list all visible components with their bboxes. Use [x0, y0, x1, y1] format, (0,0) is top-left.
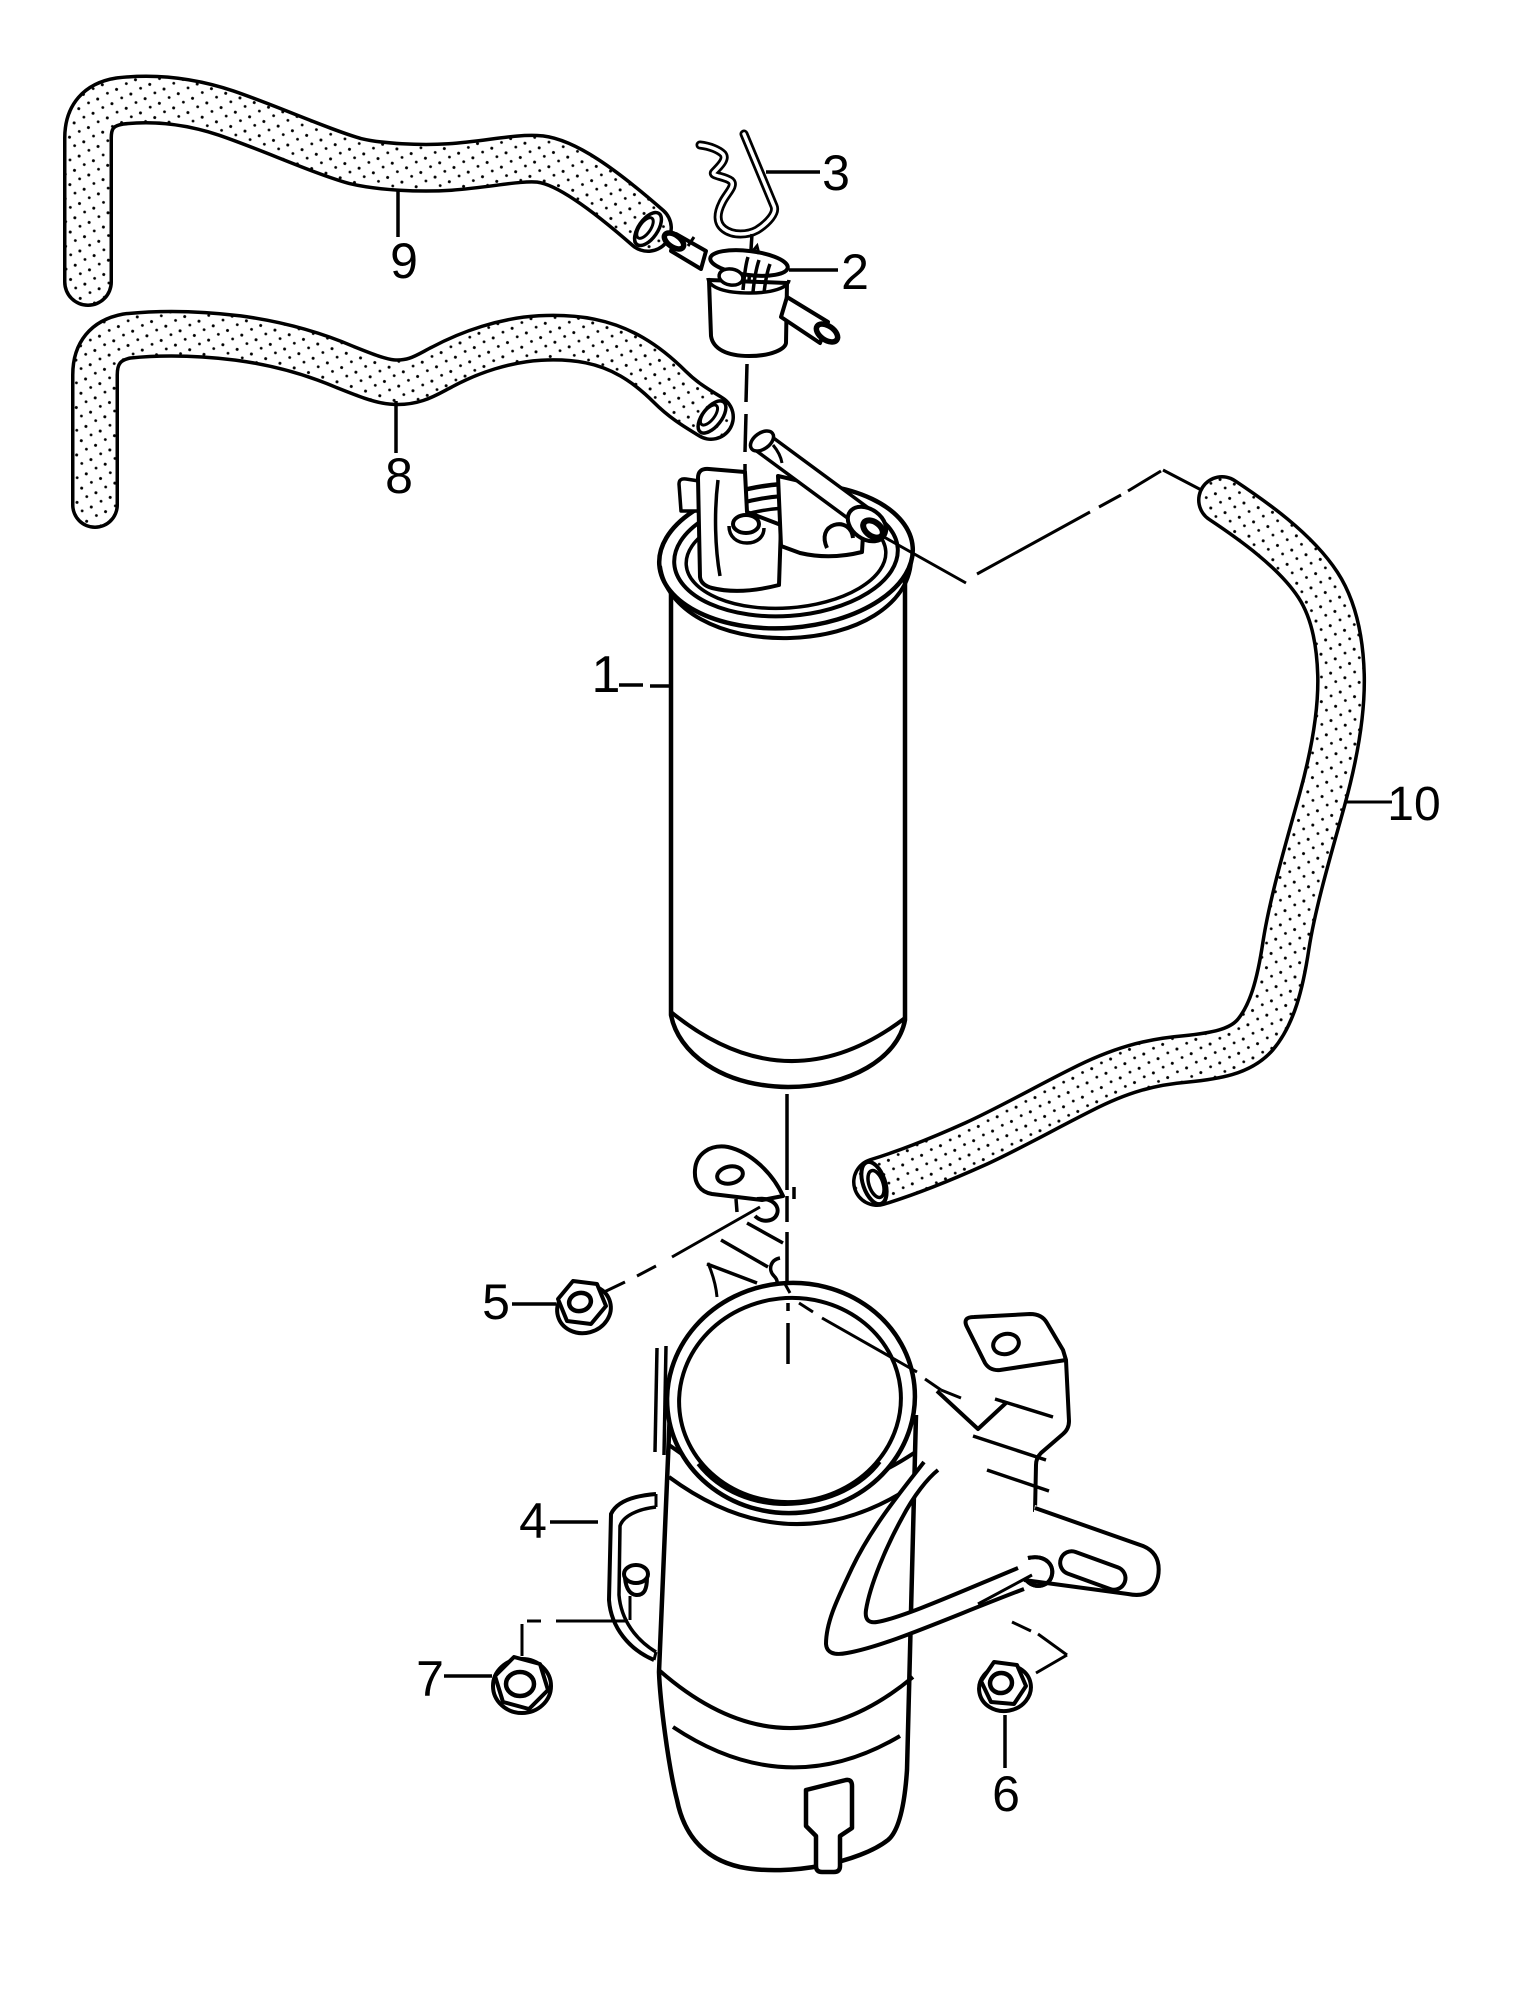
svg-text:1: 1 [592, 646, 621, 704]
svg-text:2: 2 [841, 244, 869, 300]
svg-text:8: 8 [385, 448, 413, 504]
svg-text:5: 5 [482, 1274, 510, 1330]
svg-text:6: 6 [992, 1766, 1020, 1822]
svg-text:7: 7 [416, 1651, 444, 1707]
svg-text:9: 9 [390, 233, 418, 289]
svg-text:4: 4 [519, 1493, 547, 1549]
svg-text:3: 3 [822, 145, 850, 201]
svg-text:10: 10 [1387, 778, 1440, 831]
